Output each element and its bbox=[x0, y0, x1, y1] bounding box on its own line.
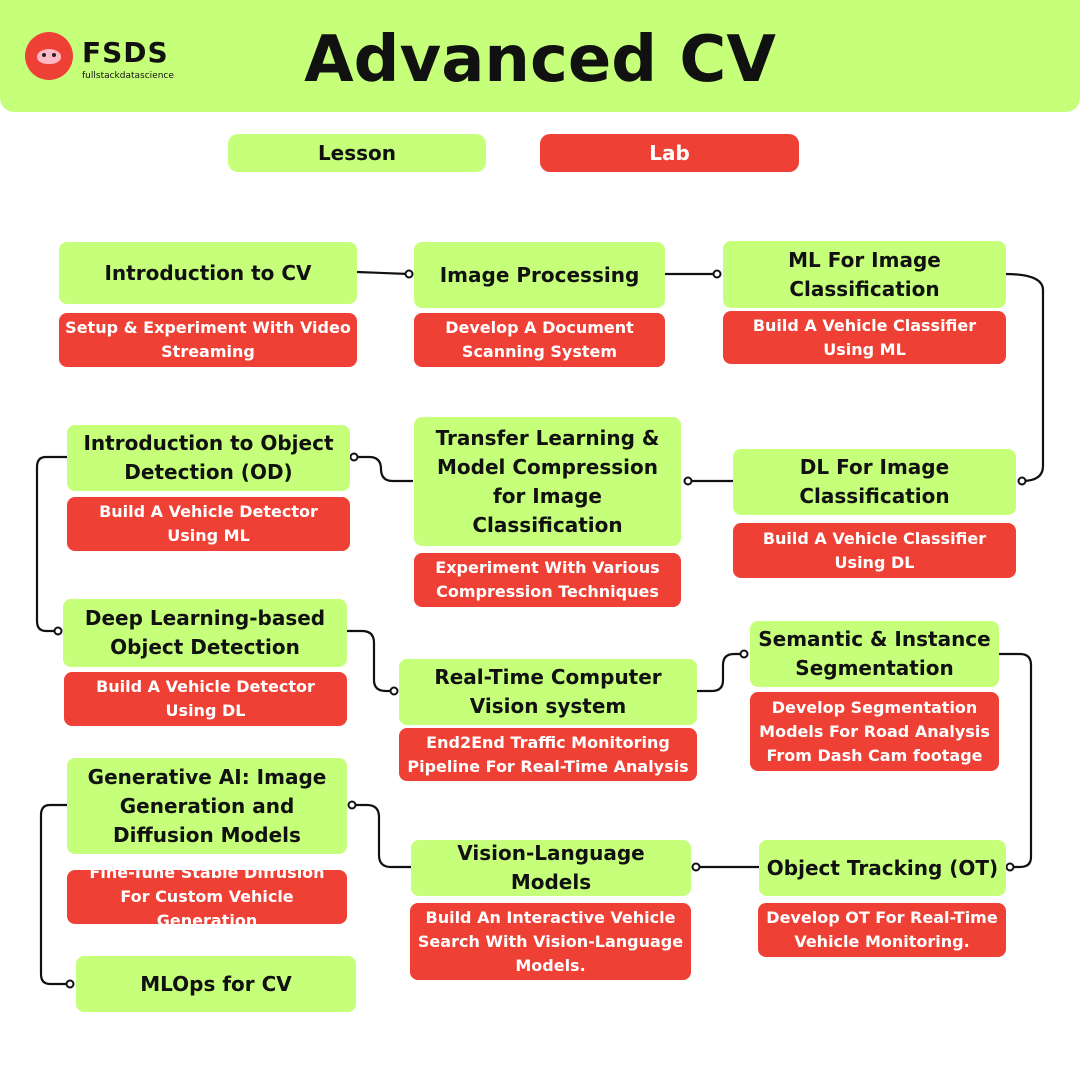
connector-dot bbox=[53, 626, 63, 636]
connector-dot bbox=[389, 686, 399, 696]
connector-dot bbox=[349, 452, 359, 462]
connector-5-6 bbox=[354, 455, 413, 483]
legend-lab: Lab bbox=[540, 134, 799, 172]
logo-subtext: fullstackdatascience bbox=[82, 71, 174, 81]
logo-eye-left bbox=[42, 53, 46, 57]
lesson-real-time-cv[interactable]: Real-Time Computer Vision system bbox=[399, 659, 697, 725]
lesson-intro-object-detection[interactable]: Introduction to Object Detection (OD) bbox=[67, 425, 350, 491]
fsds-logo-icon bbox=[25, 32, 73, 80]
connector-11-12 bbox=[352, 803, 411, 869]
lab-document-scanning[interactable]: Develop A Document Scanning System bbox=[414, 313, 665, 367]
connector-dot bbox=[712, 269, 722, 279]
connector-12-13 bbox=[39, 803, 70, 986]
connector-dot bbox=[739, 649, 749, 659]
header-banner: FSDS fullstackdatascience Advanced CV bbox=[0, 0, 1080, 112]
connector-dot bbox=[1017, 476, 1027, 486]
lab-vehicle-classifier-ml[interactable]: Build A Vehicle Classifier Using ML bbox=[723, 311, 1006, 364]
lab-vehicle-classifier-dl[interactable]: Build A Vehicle Classifier Using DL bbox=[733, 523, 1016, 578]
connector-dot bbox=[65, 979, 75, 989]
lesson-image-processing[interactable]: Image Processing bbox=[414, 242, 665, 308]
lab-vehicle-detector-dl[interactable]: Build A Vehicle Detector Using DL bbox=[64, 672, 347, 726]
lab-segmentation-models[interactable]: Develop Segmentation Models For Road Ana… bbox=[750, 692, 999, 771]
connector-8-9 bbox=[697, 652, 744, 693]
lab-traffic-monitoring[interactable]: End2End Traffic Monitoring Pipeline For … bbox=[399, 728, 697, 781]
lab-stable-diffusion[interactable]: Fine-Tune Stable Diffusion For Custom Ve… bbox=[67, 863, 347, 930]
lesson-transfer-learning[interactable]: Transfer Learning & Model Compression fo… bbox=[414, 417, 681, 546]
logo-eye-right bbox=[52, 53, 56, 57]
connector-6-7 bbox=[35, 455, 67, 633]
lab-vehicle-detector-ml[interactable]: Build A Vehicle Detector Using ML bbox=[67, 497, 350, 551]
connector-dot bbox=[1005, 862, 1015, 872]
lesson-ml-image-classification[interactable]: ML For Image Classification bbox=[723, 241, 1006, 308]
logo-text: FSDS bbox=[82, 36, 169, 69]
connector-9-10 bbox=[999, 652, 1033, 869]
lab-compression-techniques[interactable]: Experiment With Various Compression Tech… bbox=[414, 553, 681, 607]
lesson-introduction-to-cv[interactable]: Introduction to CV bbox=[59, 242, 357, 304]
connector-1-2 bbox=[356, 270, 410, 276]
lesson-dl-object-detection[interactable]: Deep Learning-based Object Detection bbox=[63, 599, 347, 667]
lab-vehicle-monitoring[interactable]: Develop OT For Real-Time Vehicle Monitor… bbox=[758, 903, 1006, 957]
lab-vehicle-search[interactable]: Build An Interactive Vehicle Search With… bbox=[410, 903, 691, 980]
lesson-generative-ai[interactable]: Generative AI: Image Generation and Diff… bbox=[67, 758, 347, 854]
lesson-object-tracking[interactable]: Object Tracking (OT) bbox=[759, 840, 1006, 896]
logo-face-shape bbox=[37, 49, 61, 64]
legend-lesson: Lesson bbox=[228, 134, 486, 172]
connector-dot bbox=[691, 862, 701, 872]
lesson-segmentation[interactable]: Semantic & Instance Segmentation bbox=[750, 621, 999, 687]
connector-7-8 bbox=[347, 629, 394, 693]
connector-dot bbox=[404, 269, 414, 279]
lesson-dl-image-classification[interactable]: DL For Image Classification bbox=[733, 449, 1016, 515]
connector-dot bbox=[347, 800, 357, 810]
lab-video-streaming[interactable]: Setup & Experiment With Video Streaming bbox=[59, 313, 357, 367]
lesson-vision-language-models[interactable]: Vision-Language Models bbox=[411, 840, 691, 896]
connector-dot bbox=[683, 476, 693, 486]
lesson-mlops-for-cv[interactable]: MLOps for CV bbox=[76, 956, 356, 1012]
page-title: Advanced CV bbox=[304, 23, 776, 97]
connector-3-4 bbox=[1004, 272, 1045, 483]
